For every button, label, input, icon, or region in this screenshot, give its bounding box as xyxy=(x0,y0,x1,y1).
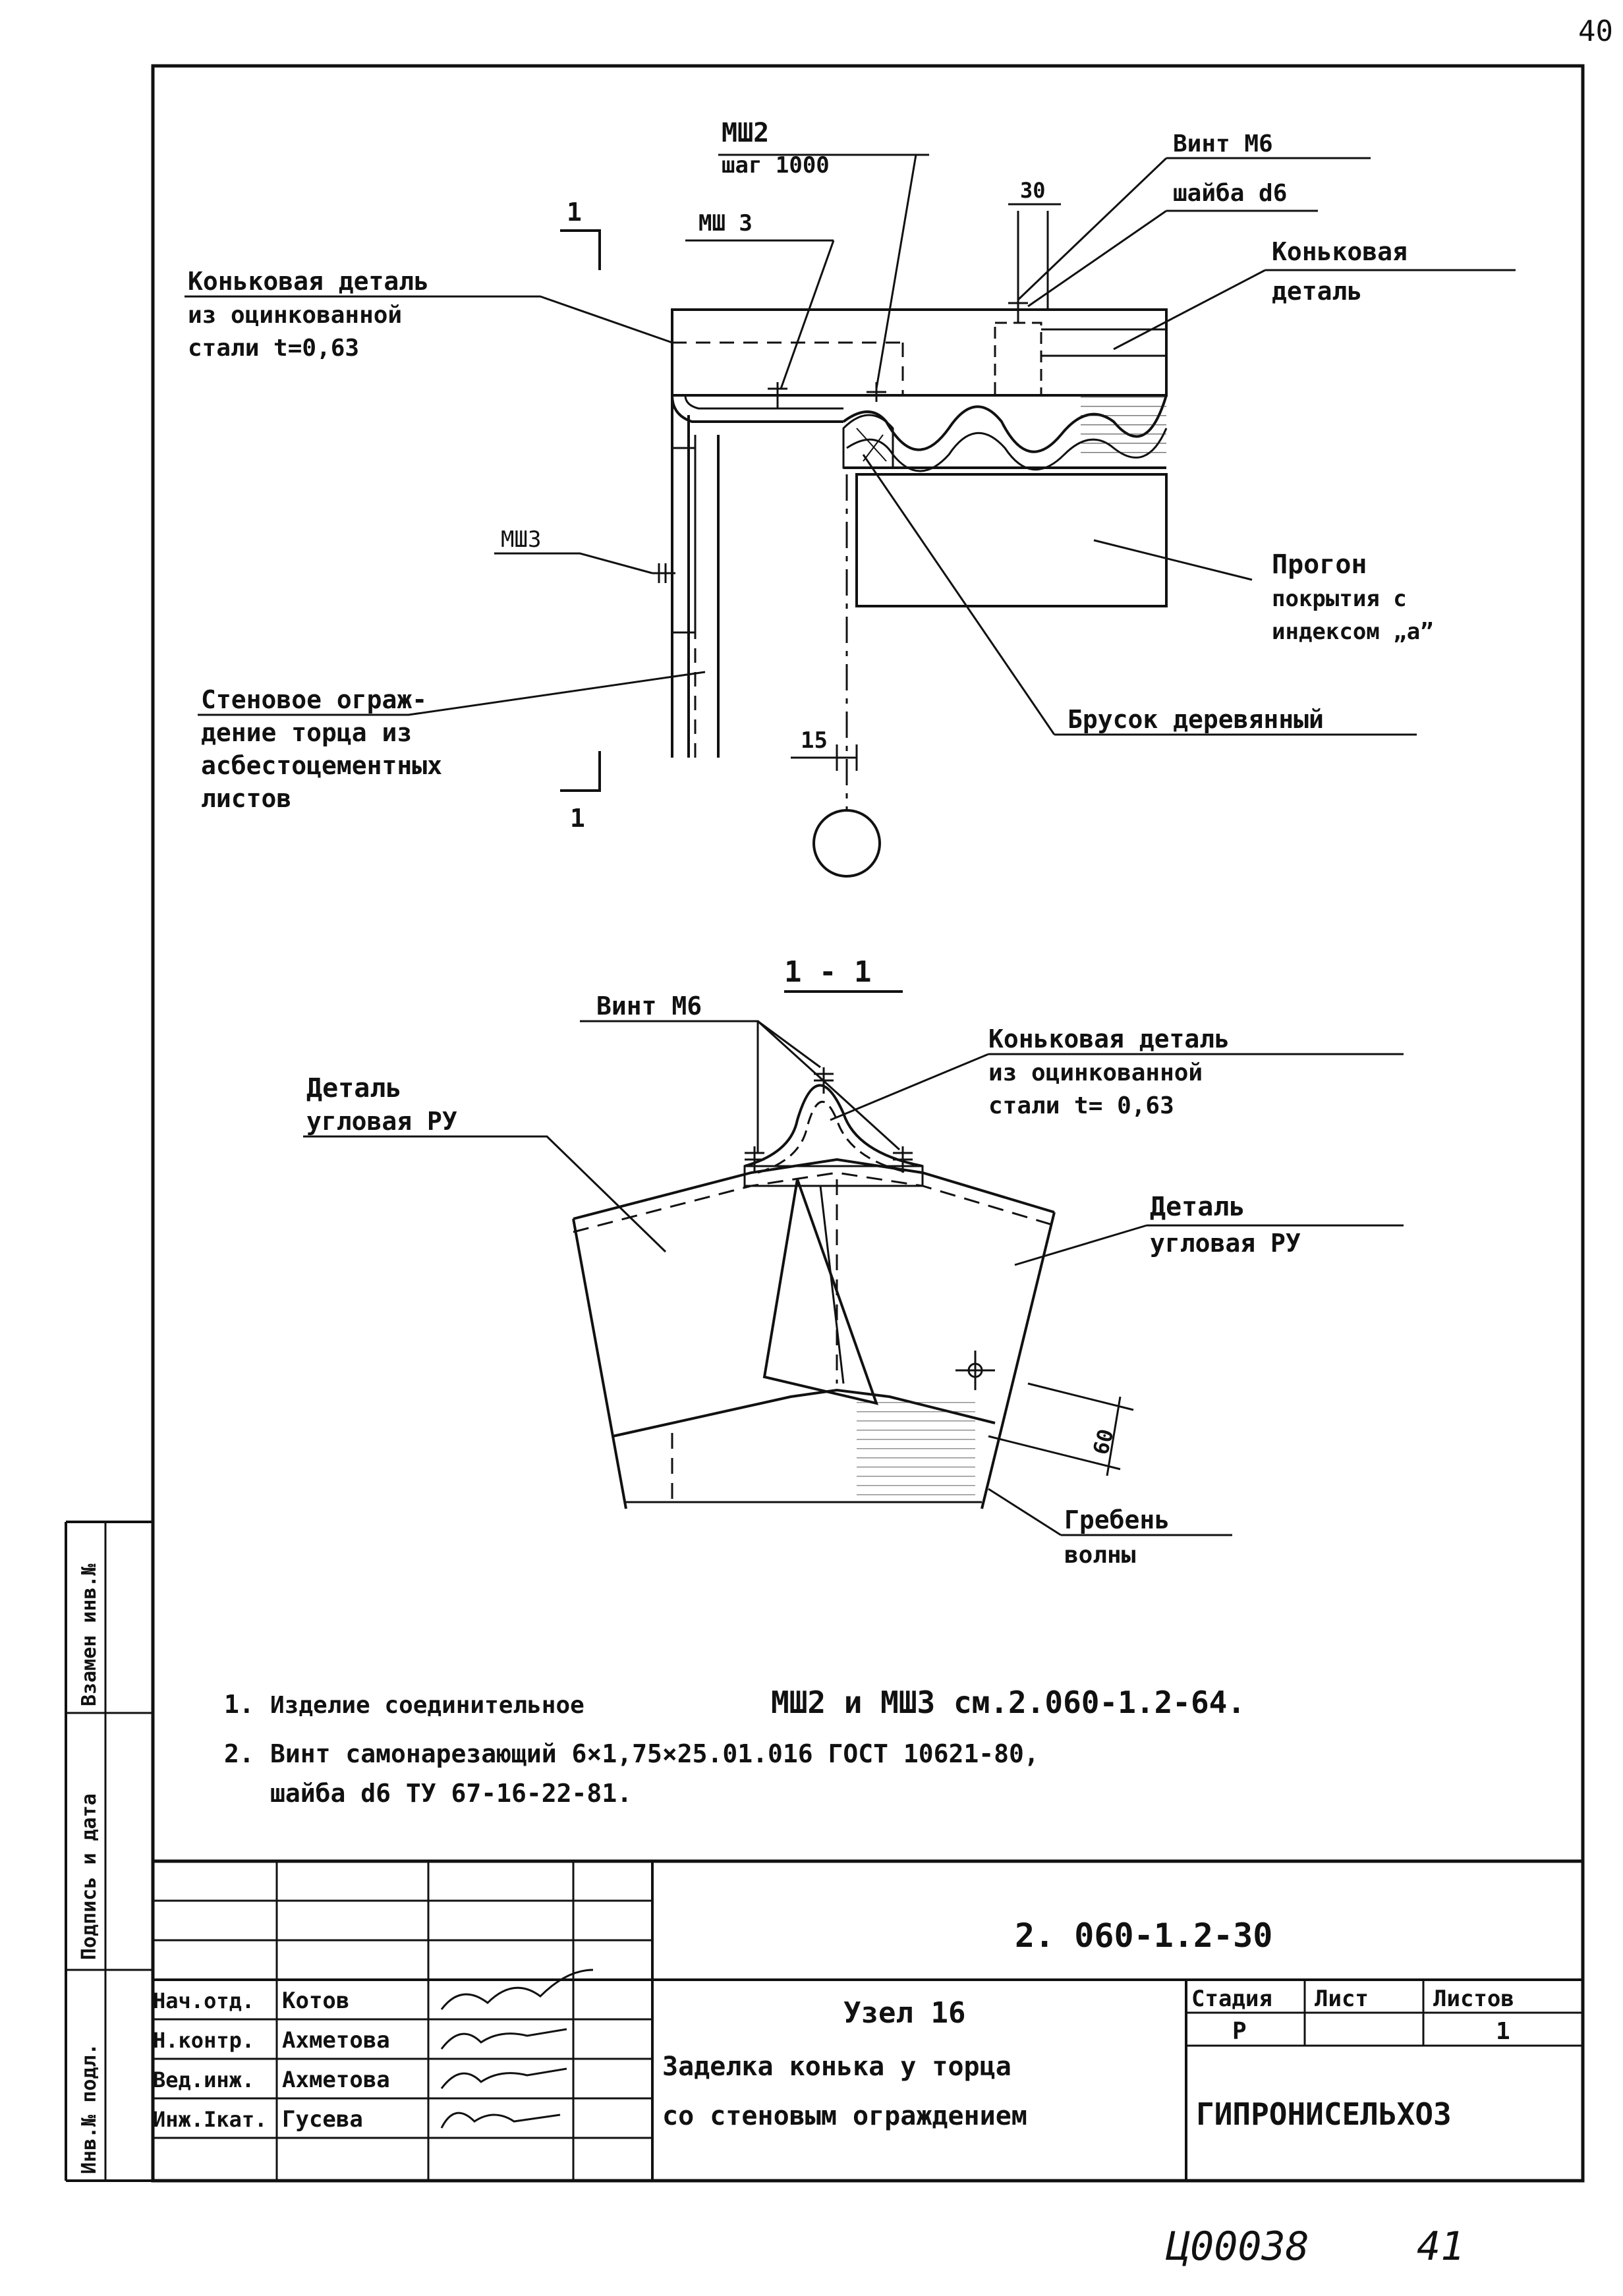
doc-code: 2. 060-1.2-30 xyxy=(1015,1917,1272,1955)
label-purlin-3: индексом „а” xyxy=(1272,619,1434,645)
label-msh2-step: шаг 1000 xyxy=(722,152,830,179)
name-3: Ахметова xyxy=(282,2067,390,2093)
section-mark-top: 1 xyxy=(567,198,582,227)
label-corner-right-2: угловая РУ xyxy=(1150,1229,1301,1258)
section-view-drawing xyxy=(303,990,1404,1536)
label-msh3-top: МШ 3 xyxy=(698,210,753,237)
notes: 1. Изделие соединительное МШ2 и МШ3 см.2… xyxy=(224,1685,1245,1808)
note-1-text: Изделие соединительное xyxy=(270,1692,584,1719)
label-ridge-part-right-1: Коньковая xyxy=(1272,237,1408,266)
archive-code: Ц00038 xyxy=(1166,2224,1309,2270)
label-ridge-part-right-2: деталь xyxy=(1272,277,1362,306)
label-washer-d6-top: шайба d6 xyxy=(1173,180,1287,207)
sheets-label: Листов xyxy=(1433,1986,1514,2012)
dim-30: 30 xyxy=(1020,178,1046,203)
role-1: Нач.отд. xyxy=(153,1988,254,2013)
name-4: Гусева xyxy=(282,2106,363,2133)
page-number-top: 40 xyxy=(1578,14,1613,48)
label-screw-m6-top: Винт М6 xyxy=(1173,130,1273,157)
stamp-inv-podl: Инв.№ подл. xyxy=(78,2043,101,2174)
label-ridge-section-2: из оцинкованной xyxy=(988,1059,1203,1086)
label-ridge-section-1: Коньковая деталь xyxy=(988,1024,1230,1053)
stamp-signature-date: Подпись и дата xyxy=(78,1793,101,1960)
organization: ГИПРОНИСЕЛЬХОЗ xyxy=(1196,2096,1452,2132)
label-ridge-left-3: стали t=0,63 xyxy=(188,335,359,362)
label-wall-1: Стеновое ограж- xyxy=(201,685,427,714)
sheets-value: 1 xyxy=(1496,2018,1510,2045)
node-title-2: Заделка конька у торца xyxy=(662,2052,1011,2082)
label-crest-1: Гребень xyxy=(1064,1505,1170,1534)
label-corner-left-2: угловая РУ xyxy=(306,1107,457,1136)
label-wooden-beam: Брусок деревянный xyxy=(1068,705,1324,734)
stage-value: Р xyxy=(1232,2018,1247,2045)
label-msh3-side: МШ3 xyxy=(501,526,541,553)
name-1: Котов xyxy=(282,1988,349,2014)
top-view-drawing xyxy=(185,154,1516,878)
label-ridge-section-3: стали t= 0,63 xyxy=(988,1092,1174,1119)
top-view-labels: МШ2 шаг 1000 МШ 3 Винт М6 шайба d6 30 Ко… xyxy=(188,118,1434,833)
node-title-3: со стеновым ограждением xyxy=(662,2101,1027,2131)
label-purlin-1: Прогон xyxy=(1272,549,1367,580)
stamp-replacement-inv: Взамен инв.№ xyxy=(78,1563,101,1706)
note-1-text-2: МШ2 и МШ3 см.2.060-1.2-64. xyxy=(771,1685,1245,1720)
label-screw-m6-section: Винт М6 xyxy=(596,992,702,1021)
label-wall-3: асбестоцементных xyxy=(201,751,442,780)
dim-15: 15 xyxy=(801,727,828,754)
label-purlin-2: покрытия с xyxy=(1272,586,1407,612)
name-2: Ахметова xyxy=(282,2027,390,2054)
note-2-text: Винт самонарезающий 6×1,75×25.01.016 ГОС… xyxy=(270,1739,1039,1768)
label-crest-2: волны xyxy=(1064,1542,1136,1569)
stage-label: Стадия xyxy=(1191,1986,1272,2012)
page-number-bottom: 41 xyxy=(1417,2224,1464,2270)
drawing-frame xyxy=(151,64,1585,2183)
label-corner-right-1: Деталь xyxy=(1150,1192,1245,1222)
role-3: Вед.инж. xyxy=(153,2067,254,2092)
node-title: Узел 16 xyxy=(843,1996,965,2030)
label-corner-left-1: Деталь xyxy=(306,1073,402,1104)
label-ridge-left-2: из оцинкованной xyxy=(188,302,402,329)
sheet-label: Лист xyxy=(1315,1986,1369,2012)
label-ridge-left-1: Коньковая деталь xyxy=(188,267,429,296)
section-mark-bottom: 1 xyxy=(570,804,585,833)
section-view-labels: 1 - 1 Винт М6 Коньковая деталь из оцинко… xyxy=(306,955,1301,1569)
note-2-number: 2. xyxy=(224,1739,254,1768)
note-2-text-2: шайба d6 ТУ 67-16-22-81. xyxy=(270,1779,632,1808)
margin-stamps: Инв.№ подл. Подпись и дата Взамен инв.№ xyxy=(65,1521,153,2182)
label-msh2: МШ2 xyxy=(722,118,769,148)
section-title: 1 - 1 xyxy=(784,955,871,989)
note-1-number: 1. xyxy=(224,1690,254,1719)
role-4: Инж.Iкат. xyxy=(153,2107,267,2132)
label-wall-4: листов xyxy=(201,784,291,813)
label-wall-2: дение торца из xyxy=(201,718,412,747)
title-block-text: 2. 060-1.2-30 Нач.отд. Котов Н.контр. Ах… xyxy=(153,1917,1514,2133)
title-block xyxy=(153,1859,1583,2181)
role-2: Н.контр. xyxy=(153,2028,254,2053)
